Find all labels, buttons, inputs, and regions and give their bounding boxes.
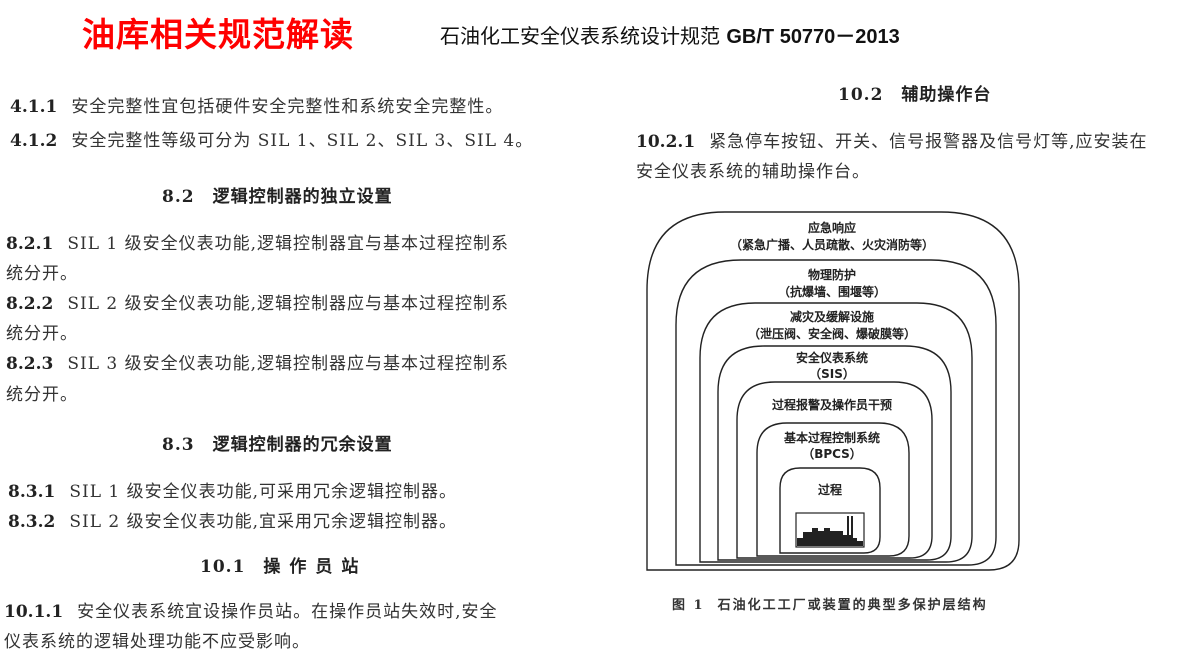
clause-number: 8.3.2 [8, 512, 56, 532]
clause-10-2-1-cont: 安全仪表系统的辅助操作台。 [636, 162, 870, 182]
layer-outline-7 [779, 467, 881, 554]
standard-code: GB/T 50770－2013 [726, 26, 900, 48]
section-heading-10-1: 10.1 操作员站 [200, 552, 367, 577]
clause-text: SIL 2 级安全仪表功能,宜采用冗余逻辑控制器。 [69, 512, 458, 532]
clause-4-1-2: 4.1.2 安全完整性等级可分为 SIL 1、SIL 2、SIL 3、SIL 4。 [10, 126, 533, 151]
clause-number: 8.3.1 [8, 482, 56, 502]
clause-number: 10.1.1 [4, 602, 64, 622]
layer-label-2: 物理防护 [808, 267, 856, 282]
section-title: 辅助操作台 [901, 85, 992, 105]
layer-detail-2: （抗爆墙、围堰等） [778, 284, 886, 299]
clause-8-2-2: 8.2.2 SIL 2 级安全仪表功能,逻辑控制器应与基本过程控制系 [6, 289, 509, 314]
section-number: 8.2 [162, 187, 195, 207]
figure-caption-text: 石油化工工厂或装置的典型多保护层结构 [717, 598, 988, 613]
section-heading-10-2: 10.2 辅助操作台 [838, 80, 991, 105]
page-title: 油库相关规范解读 [82, 15, 354, 54]
layer-outline-5 [736, 381, 933, 559]
section-heading-8-2: 8.2 逻辑控制器的独立设置 [162, 182, 393, 207]
clause-text: 安全完整性等级可分为 SIL 1、SIL 2、SIL 3、SIL 4。 [71, 131, 534, 151]
clause-number: 10.2.1 [636, 132, 696, 152]
clause-number: 8.2.2 [6, 294, 54, 314]
clause-text: SIL 1 级安全仪表功能,逻辑控制器宜与基本过程控制系 [67, 234, 510, 254]
layer-label-1: 应急响应 [808, 220, 856, 235]
clause-10-1-1-cont: 仪表系统的逻辑处理功能不应受影响。 [4, 632, 310, 652]
clause-number: 4.1.1 [10, 97, 58, 117]
clause-10-2-1: 10.2.1 紧急停车按钮、开关、信号报警器及信号灯等,应安装在 [636, 127, 1148, 152]
clause-8-2-1-cont: 统分开。 [6, 264, 78, 284]
section-heading-8-3: 8.3 逻辑控制器的冗余设置 [162, 430, 393, 455]
layer-label-5: 过程报警及操作员干预 [772, 397, 892, 412]
factory-icon [795, 512, 865, 548]
clause-8-2-3-cont: 统分开。 [6, 385, 78, 405]
clause-text: 安全仪表系统宜设操作员站。在操作员站失效时,安全 [77, 602, 498, 622]
section-number: 10.1 [200, 557, 246, 577]
clause-8-3-2: 8.3.2 SIL 2 级安全仪表功能,宜采用冗余逻辑控制器。 [8, 507, 457, 532]
clause-text: 紧急停车按钮、开关、信号报警器及信号灯等,应安装在 [709, 132, 1148, 152]
figure-number: 图 1 [672, 598, 705, 613]
layer-detail-4: （SIS） [809, 366, 855, 381]
clause-text: SIL 3 级安全仪表功能,逻辑控制器应与基本过程控制系 [67, 354, 510, 374]
clause-8-3-1: 8.3.1 SIL 1 级安全仪表功能,可采用冗余逻辑控制器。 [8, 477, 457, 502]
clause-number: 8.2.1 [6, 234, 54, 254]
layer-label-4: 安全仪表系统 [796, 350, 868, 365]
clause-number: 4.1.2 [10, 131, 58, 151]
clause-8-2-1: 8.2.1 SIL 1 级安全仪表功能,逻辑控制器宜与基本过程控制系 [6, 229, 509, 254]
layer-outline-4 [717, 345, 952, 561]
layer-label-7: 过程 [818, 482, 842, 497]
clause-number: 8.2.3 [6, 354, 54, 374]
standard-title-cn: 石油化工安全仪表系统设计规范 [440, 24, 720, 48]
figure-caption: 图 1 石油化工工厂或装置的典型多保护层结构 [672, 594, 988, 613]
standard-title: 石油化工安全仪表系统设计规范 GB/T 50770－2013 [440, 20, 900, 49]
clause-10-1-1: 10.1.1 安全仪表系统宜设操作员站。在操作员站失效时,安全 [4, 597, 498, 622]
layer-outline-6 [756, 422, 910, 557]
section-number: 8.3 [162, 435, 195, 455]
layer-detail-3: （泄压阀、安全阀、爆破膜等） [748, 326, 916, 341]
layer-label-3: 减灾及缓解设施 [790, 309, 874, 324]
layer-outline-1 [646, 211, 1020, 571]
clause-text: SIL 1 级安全仪表功能,可采用冗余逻辑控制器。 [69, 482, 458, 502]
clause-4-1-1: 4.1.1 安全完整性宜包括硬件安全完整性和系统安全完整性。 [10, 92, 503, 117]
clause-8-2-2-cont: 统分开。 [6, 324, 78, 344]
layer-outline-3 [699, 302, 973, 563]
layer-detail-6: （BPCS） [802, 446, 862, 461]
layer-label-6: 基本过程控制系统 [783, 430, 880, 445]
layer-detail-1: （紧急广播、人员疏散、火灾消防等） [730, 237, 934, 252]
layer-outline-2 [675, 259, 997, 566]
clause-text: 安全完整性宜包括硬件安全完整性和系统安全完整性。 [71, 97, 504, 117]
section-number: 10.2 [838, 85, 884, 105]
clause-text: SIL 2 级安全仪表功能,逻辑控制器应与基本过程控制系 [67, 294, 510, 314]
section-title: 逻辑控制器的独立设置 [212, 187, 393, 207]
section-title: 逻辑控制器的冗余设置 [212, 435, 393, 455]
section-title: 操作员站 [263, 557, 368, 577]
clause-8-2-3: 8.2.3 SIL 3 级安全仪表功能,逻辑控制器应与基本过程控制系 [6, 349, 509, 374]
